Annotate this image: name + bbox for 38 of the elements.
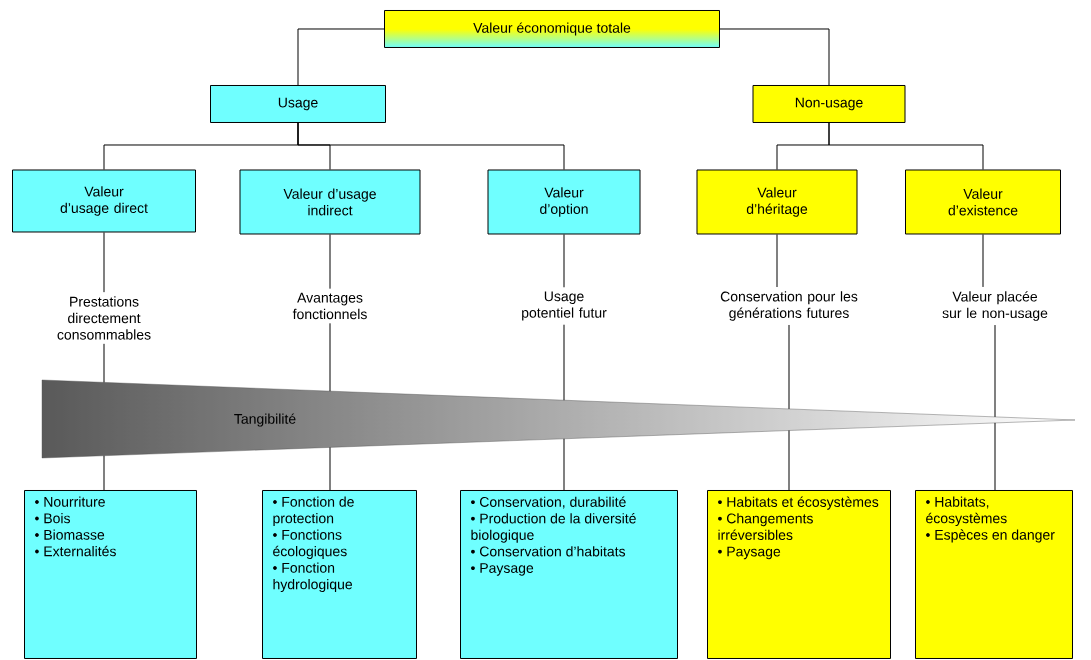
value-box: Valeur d’existence xyxy=(905,169,1061,235)
description-text: Usage potentiel futur xyxy=(522,291,607,321)
value-box: Valeur d’option xyxy=(487,169,641,235)
value-box: Valeur d’usage direct xyxy=(12,169,196,233)
connector-line xyxy=(776,234,778,288)
connector-line xyxy=(828,122,984,170)
connector-line xyxy=(297,122,565,170)
list-box: • Habitats, écosystèmes • Espèces en danger xyxy=(915,490,1073,659)
connector-line xyxy=(103,343,105,383)
list-box: • Conservation, durabilité • Production de la diversité biologique • Conservation d’habitats • Paysage xyxy=(460,490,678,659)
connector-line xyxy=(297,28,385,86)
connector-line xyxy=(994,422,996,491)
connector-line xyxy=(329,234,331,290)
description-text: Prestations directement consommables xyxy=(57,296,151,340)
connector-line xyxy=(563,234,565,288)
connector-line xyxy=(563,438,565,491)
value-box: Valeur d’héritage xyxy=(696,169,858,235)
connector-line xyxy=(563,324,565,401)
category-box: Usage xyxy=(210,85,386,123)
description-text: Valeur placée sur le non-usage xyxy=(942,291,1048,321)
description-text: Conservation pour les générations futures xyxy=(720,291,858,321)
connector-line xyxy=(982,234,984,288)
connector-line xyxy=(788,324,790,410)
connector-line xyxy=(788,430,790,491)
connector-line xyxy=(329,446,331,491)
connector-line xyxy=(103,232,105,293)
list-box: • Nourriture • Bois • Biomasse • Externalités xyxy=(24,490,197,659)
connector-line xyxy=(994,324,996,418)
title-box: Valeur économique totale xyxy=(384,10,720,48)
value-box: Valeur d’usage indirect xyxy=(239,169,421,235)
connector-line xyxy=(329,322,331,392)
connector-line xyxy=(719,28,830,86)
connector-line xyxy=(103,455,105,491)
list-box: • Habitats et écosystèmes • Changements irréversibles • Paysage xyxy=(707,490,891,659)
description-text: Avantages fonctionnels xyxy=(292,292,367,320)
category-box: Non-usage xyxy=(752,85,906,123)
tangibility-wedge: Tangibilité xyxy=(41,379,1076,459)
list-box: • Fonction de protection • Fonctions écologiques • Fonction hydrologique xyxy=(262,490,417,659)
